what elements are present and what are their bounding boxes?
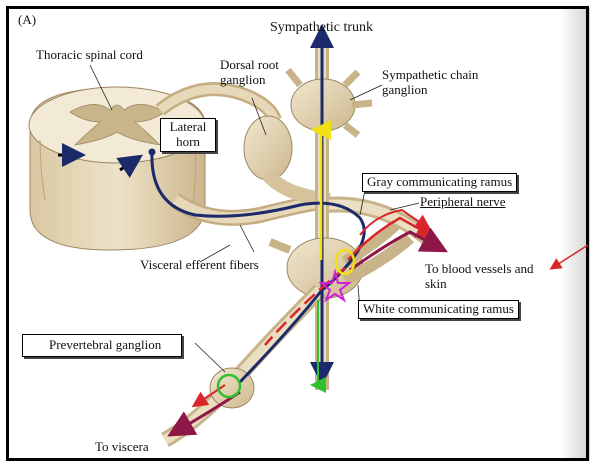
label-sympathetic-chain-ganglion: Sympathetic chain ganglion: [382, 68, 512, 98]
label-peripheral-nerve: Peripheral nerve: [420, 195, 506, 210]
label-prevertebral-ganglion: Prevertebral ganglion: [22, 334, 182, 357]
label-thoracic-spinal-cord: Thoracic spinal cord: [36, 48, 143, 63]
label-gray-communicating-ramus: Gray communicating ramus: [362, 173, 517, 192]
label-visceral-efferent-fibers: Visceral efferent fibers: [140, 258, 259, 273]
label-lateral-horn: Lateral horn: [160, 118, 216, 152]
label-sympathetic-trunk: Sympathetic trunk: [270, 20, 373, 36]
label-to-blood-vessels: To blood vessels and skin: [425, 262, 535, 292]
label-dorsal-root-ganglion: Dorsal root ganglion: [220, 58, 290, 88]
dorsal-root-ganglion-shape: [244, 116, 292, 180]
label-to-viscera: To viscera: [95, 440, 149, 455]
panel-label: (A): [18, 13, 36, 28]
spinal-cord: [29, 87, 205, 250]
label-white-communicating-ramus: White communicating ramus: [358, 300, 519, 319]
pointer-arrow: [552, 245, 588, 268]
